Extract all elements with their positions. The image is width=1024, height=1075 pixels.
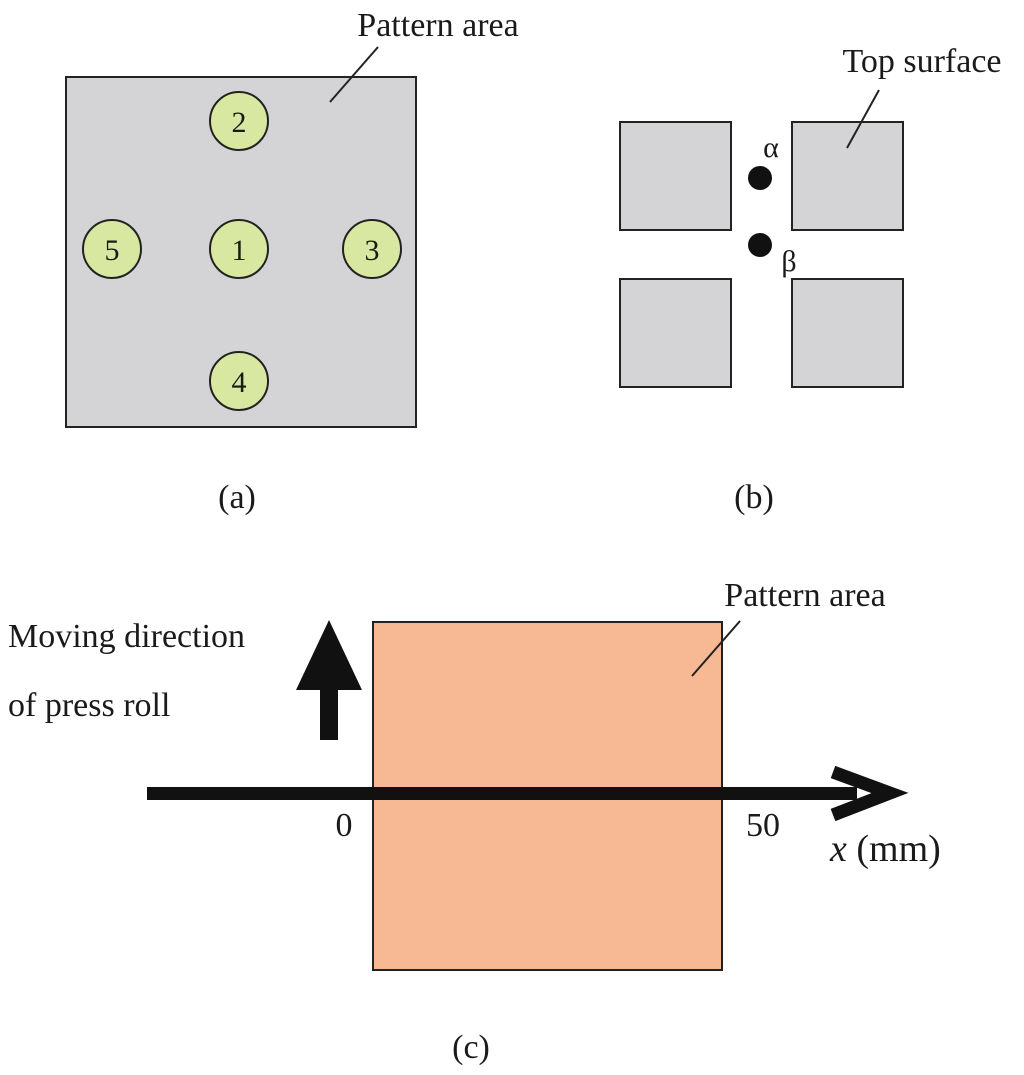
panel-a: Pattern area 2 5 1 3 4 (a) [65,7,519,516]
point-beta-marker [748,233,772,257]
measurement-point: 5 [82,219,142,279]
panel-c: Pattern area Moving direction of press r… [8,577,941,1066]
point-beta-label: β [781,245,796,278]
top-surface-label: Top surface [842,43,1001,80]
point-label: 4 [232,366,247,399]
measurement-point: 4 [209,351,269,411]
panel-b: Top surface α β (b) [619,43,1002,516]
caption-c: (c) [452,1029,490,1066]
pattern-area-c-label: Pattern area [724,577,885,614]
direction-label-line1: Moving direction [8,618,245,655]
point-label: 5 [105,234,120,267]
top-surface-square [791,278,904,388]
point-label: 3 [365,234,380,267]
point-alpha-label: α [763,131,779,164]
top-surface-square [791,121,904,231]
x-axis-title: x (mm) [829,828,941,870]
top-surface-square [619,121,732,231]
measurement-point: 3 [342,219,402,279]
caption-a: (a) [218,479,256,516]
x-axis [147,765,909,822]
measurement-point: 1 [209,219,269,279]
point-label: 1 [232,234,247,267]
caption-b: (b) [734,479,774,516]
pattern-area-c-leader [691,620,741,677]
pattern-area-a-label: Pattern area [357,7,518,44]
measurement-point: 2 [209,91,269,151]
top-surface-leader [846,89,880,149]
point-label: 2 [232,106,247,139]
top-surface-square [619,278,732,388]
arrow-right-icon [830,765,909,822]
x-axis-unit: (mm) [847,828,941,870]
pattern-area-a-leader [329,46,379,103]
tick-label-50: 50 [746,807,780,844]
x-axis-variable: x [829,828,847,870]
point-alpha-marker [748,166,772,190]
tick-label-0: 0 [336,807,353,844]
arrow-up-icon [296,620,362,740]
direction-label-line2: of press roll [8,687,170,724]
